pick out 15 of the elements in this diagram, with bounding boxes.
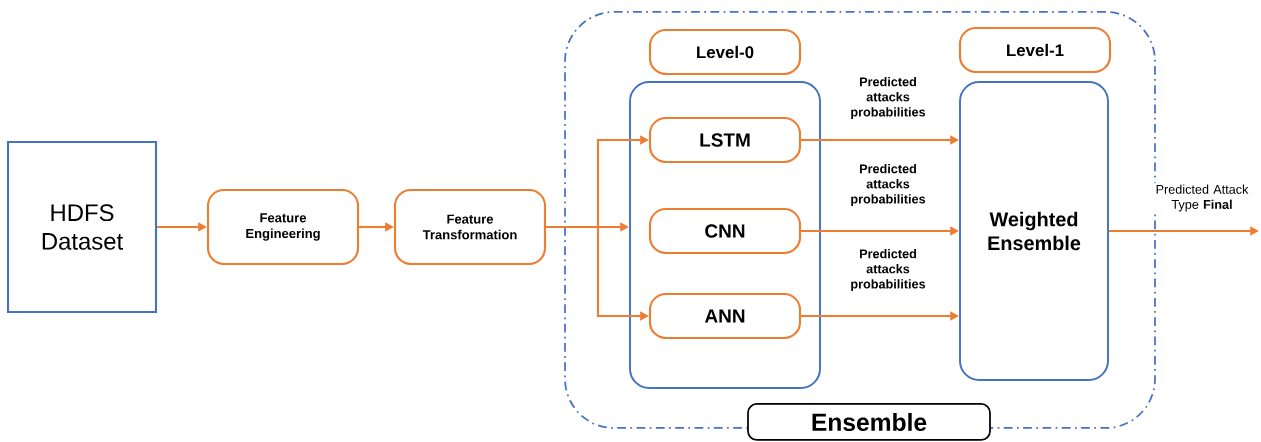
heading-box: Ensemble <box>747 403 991 441</box>
ensemble-box: Weighted Ensemble <box>959 81 1109 381</box>
process-box: Feature Engineering <box>206 188 360 266</box>
edge-label: Predicted attacks probabilities <box>840 162 936 208</box>
dataset-box: HDFS Dataset <box>6 140 158 314</box>
edge-label: Predicted attacks probabilities <box>840 247 936 293</box>
model-box: LSTM <box>648 116 802 164</box>
level-label-box: Level-1 <box>958 26 1112 74</box>
edge-label: Predicted attacks probabilities <box>840 75 936 121</box>
level-label-box: Level-0 <box>648 28 802 76</box>
model-group-box <box>629 81 821 389</box>
edge-label: Predicted Attack Type Final <box>1151 182 1253 214</box>
model-box: CNN <box>648 207 802 255</box>
process-box: Feature Transformation <box>393 188 547 266</box>
model-box: ANN <box>648 292 802 340</box>
